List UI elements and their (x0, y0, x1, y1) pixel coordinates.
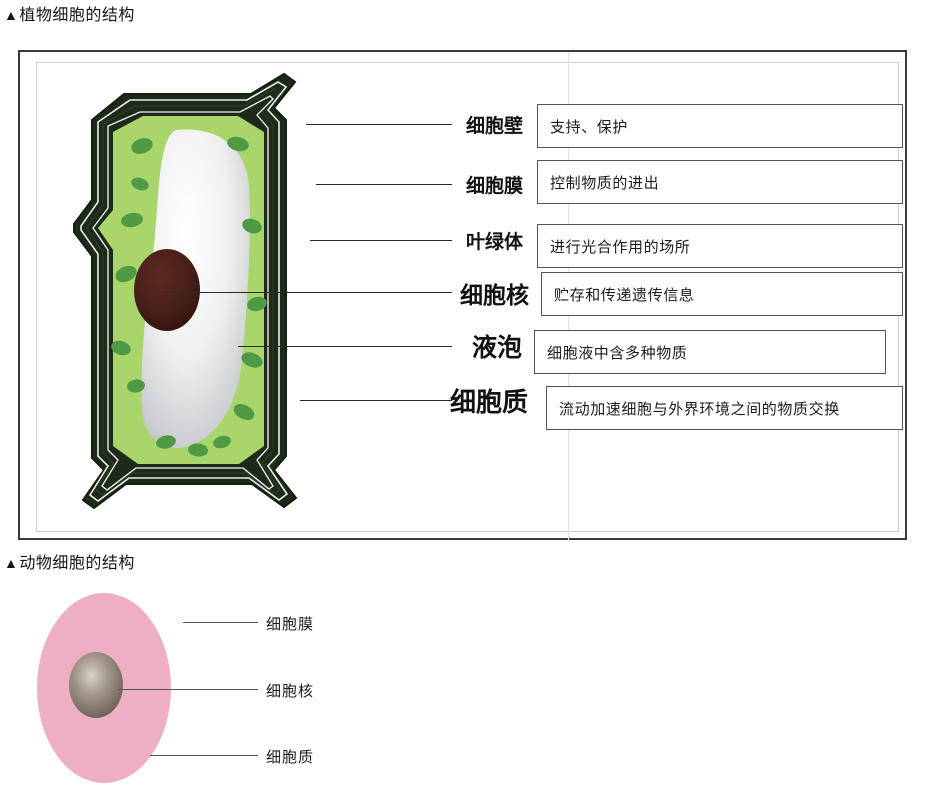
animal-cell-illustration (30, 588, 205, 788)
animal-label-cytoplasm: 细胞质 (266, 749, 315, 766)
plant-label-cell-membrane: 细胞膜 (466, 176, 524, 197)
leader-line-chloroplast (310, 240, 452, 241)
animal-nucleus-shape (69, 652, 123, 718)
description-box-cell-wall: 支持、保护 (537, 104, 903, 148)
caption-triangle-icon-animal: ▲ (4, 557, 19, 572)
leader-line-nucleus (162, 292, 452, 293)
description-text-nucleus: 贮存和传递遗传信息 (554, 287, 695, 304)
animal-leader-line-nucleus (118, 689, 258, 690)
leader-line-cell-membrane (316, 184, 452, 185)
description-box-nucleus: 贮存和传递遗传信息 (541, 272, 903, 316)
description-text-cell-membrane: 控制物质的进出 (550, 175, 660, 192)
description-text-vacuole: 细胞液中含多种物质 (547, 345, 688, 362)
plant-cell-illustration (46, 60, 336, 530)
animal-leader-line-membrane (183, 622, 258, 623)
animal-label-cell-membrane: 细胞膜 (266, 616, 315, 633)
plant-section-caption: ▲植物细胞的结构 (4, 6, 135, 27)
caption-triangle-icon: ▲ (4, 9, 19, 24)
plant-label-chloroplast: 叶绿体 (466, 232, 524, 253)
description-box-cytoplasm: 流动加速细胞与外界环境之间的物质交换 (546, 386, 903, 430)
animal-leader-line-cytoplasm (150, 755, 258, 756)
description-text-cell-wall: 支持、保护 (550, 119, 629, 136)
nucleus-shape (134, 249, 200, 331)
leader-line-vacuole (238, 346, 452, 347)
leader-line-cytoplasm (300, 400, 452, 401)
description-box-chloroplast: 进行光合作用的场所 (537, 224, 903, 268)
description-box-cell-membrane: 控制物质的进出 (537, 160, 903, 204)
animal-caption-text: 动物细胞的结构 (19, 555, 135, 572)
plant-label-vacuole: 液泡 (472, 334, 523, 362)
plant-label-cytoplasm: 细胞质 (450, 387, 529, 417)
plant-caption-text: 植物细胞的结构 (19, 7, 135, 24)
animal-cell-figure: 细胞膜 细胞核 细胞质 (0, 580, 927, 796)
plant-label-cell-wall: 细胞壁 (466, 116, 524, 137)
plant-label-nucleus: 细胞核 (460, 282, 529, 308)
description-text-chloroplast: 进行光合作用的场所 (550, 239, 691, 256)
leader-line-cell-wall (306, 124, 452, 125)
description-box-vacuole: 细胞液中含多种物质 (534, 330, 886, 374)
animal-section-caption: ▲动物细胞的结构 (4, 554, 135, 575)
description-text-cytoplasm: 流动加速细胞与外界环境之间的物质交换 (559, 401, 840, 418)
animal-label-nucleus: 细胞核 (266, 683, 315, 700)
